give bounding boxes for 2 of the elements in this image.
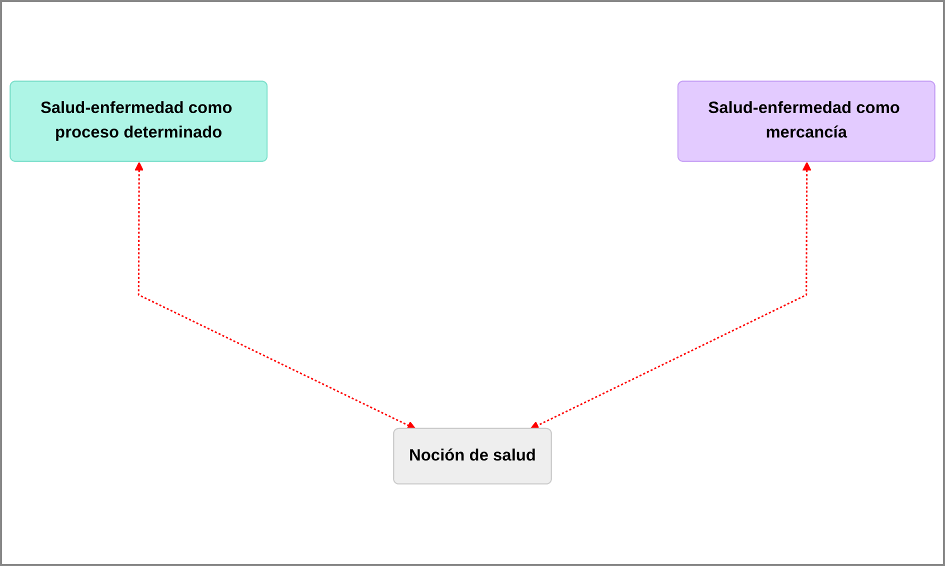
arrow bbox=[134, 162, 416, 430]
arrow bbox=[530, 162, 812, 430]
